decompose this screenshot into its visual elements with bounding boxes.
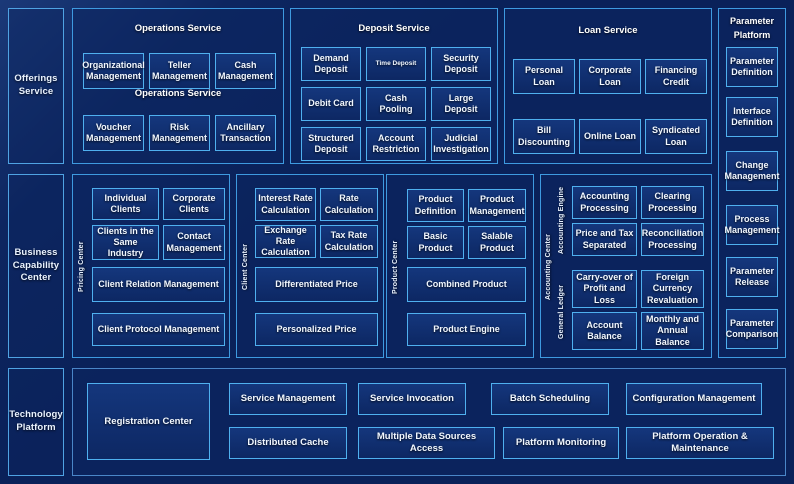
box-process-management[interactable]: Process Management bbox=[725, 205, 780, 245]
group-loan-service: Loan Service Personal Loan Corporate Loa… bbox=[504, 8, 712, 164]
group-deposit-service: Deposit Service Demand Deposit Time Depo… bbox=[290, 8, 498, 164]
box-monthly-annual-balance[interactable]: Monthly and Annual Balance bbox=[641, 312, 704, 350]
box-price-and-tax-separated[interactable]: Price and Tax Separated bbox=[572, 223, 637, 256]
box-risk-management[interactable]: Risk Management bbox=[149, 115, 210, 151]
group-client-center: Client Center Interest Rate Calculation … bbox=[236, 174, 384, 358]
box-bill-discounting[interactable]: Bill Discounting bbox=[513, 119, 575, 154]
row-label-business-capability-center: Business Capability Center bbox=[8, 174, 64, 358]
box-distributed-cache[interactable]: Distributed Cache bbox=[229, 427, 347, 459]
box-ancillary-transaction[interactable]: Ancillary Transaction bbox=[215, 115, 276, 151]
box-financing-credit[interactable]: Financing Credit bbox=[645, 59, 707, 94]
sidebar-parameter-platform: Parameter Platform Parameter Definition … bbox=[718, 8, 786, 358]
box-combined-product[interactable]: Combined Product bbox=[407, 267, 526, 302]
box-product-management[interactable]: Product Management bbox=[468, 189, 526, 222]
vlabel-pricing-center: Pricing Center bbox=[78, 241, 85, 293]
box-service-invocation[interactable]: Service Invocation bbox=[358, 383, 466, 415]
box-time-deposit[interactable]: Time Deposit bbox=[366, 47, 426, 81]
box-platform-monitoring[interactable]: Platform Monitoring bbox=[503, 427, 619, 459]
box-configuration-management[interactable]: Configuration Management bbox=[626, 383, 762, 415]
box-differentiated-price[interactable]: Differentiated Price bbox=[255, 267, 378, 302]
box-organizational-management[interactable]: Organizational Management bbox=[82, 53, 145, 89]
group-pricing-center: Pricing Center Individual Clients Corpor… bbox=[72, 174, 230, 358]
sidebar-title-line2: Platform bbox=[733, 29, 771, 40]
box-parameter-definition[interactable]: Parameter Definition bbox=[726, 47, 778, 87]
box-registration-center[interactable]: Registration Center bbox=[87, 383, 210, 460]
box-account-balance[interactable]: Account Balance bbox=[572, 312, 637, 350]
group-title-deposit-service: Deposit Service bbox=[358, 23, 430, 34]
box-personal-loan[interactable]: Personal Loan bbox=[513, 59, 575, 94]
box-account-restriction[interactable]: Account Restriction bbox=[366, 127, 426, 161]
box-debit-card[interactable]: Debit Card bbox=[301, 87, 361, 121]
vlabel-accounting-center: Accounting Center bbox=[545, 234, 552, 301]
box-corporate-loan[interactable]: Corporate Loan bbox=[579, 59, 641, 94]
box-client-protocol-management[interactable]: Client Protocol Management bbox=[92, 313, 225, 346]
box-reconciliation-processing[interactable]: Reconciliation Processing bbox=[641, 223, 704, 256]
vlabel-client-center: Client Center bbox=[242, 243, 249, 291]
row-label-offerings-text: Offerings Service bbox=[14, 73, 58, 97]
box-multiple-data-sources-access[interactable]: Multiple Data Sources Access bbox=[358, 427, 495, 459]
box-platform-operation-maintenance[interactable]: Platform Operation & Maintenance bbox=[626, 427, 774, 459]
box-foreign-currency-revaluation[interactable]: Foreign Currency Revaluation bbox=[641, 270, 704, 308]
box-client-relation-management[interactable]: Client Relation Management bbox=[92, 267, 225, 302]
box-individual-clients[interactable]: Individual Clients bbox=[92, 188, 159, 220]
vlabel-accounting-engine: Accounting Engine bbox=[558, 186, 565, 254]
vlabel-product-center: Product Center bbox=[392, 240, 399, 294]
box-security-deposit[interactable]: Security Deposit bbox=[431, 47, 491, 81]
box-interface-definition[interactable]: Interface Definition bbox=[726, 97, 778, 137]
box-clients-same-industry[interactable]: Clients in the Same Industry bbox=[92, 225, 159, 260]
box-product-engine[interactable]: Product Engine bbox=[407, 313, 526, 346]
group-technology-platform: Registration Center Service Management S… bbox=[72, 368, 786, 476]
box-syndicated-loan[interactable]: Syndicated Loan bbox=[645, 119, 707, 154]
group-title-loan-service: Loan Service bbox=[578, 25, 638, 36]
box-rate-calculation[interactable]: Rate Calculation bbox=[320, 188, 378, 221]
box-clearing-processing[interactable]: Clearing Processing bbox=[641, 186, 704, 219]
row-label-technology-platform-text: Technology Platform bbox=[9, 409, 63, 433]
row-label-offerings-service: Offerings Service bbox=[8, 8, 64, 164]
group-subtitle-operations-service: Operations Service bbox=[134, 88, 222, 99]
box-salable-product[interactable]: Salable Product bbox=[468, 226, 526, 259]
box-cash-management[interactable]: Cash Management bbox=[215, 53, 276, 89]
box-change-management[interactable]: Change Management bbox=[725, 151, 780, 191]
box-structured-deposit[interactable]: Structured Deposit bbox=[301, 127, 361, 161]
box-cash-pooling[interactable]: Cash Pooling bbox=[366, 87, 426, 121]
box-online-loan[interactable]: Online Loan bbox=[579, 119, 641, 154]
box-corporate-clients[interactable]: Corporate Clients bbox=[163, 188, 225, 220]
box-personalized-price[interactable]: Personalized Price bbox=[255, 313, 378, 346]
box-large-deposit[interactable]: Large Deposit bbox=[431, 87, 491, 121]
box-carry-over-profit-loss[interactable]: Carry-over of Profit and Loss bbox=[572, 270, 637, 308]
box-exchange-rate-calculation[interactable]: Exchange Rate Calculation bbox=[255, 225, 316, 258]
box-basic-product[interactable]: Basic Product bbox=[407, 226, 464, 259]
group-operations-service: Operations Service Operations Service Or… bbox=[72, 8, 284, 164]
box-demand-deposit[interactable]: Demand Deposit bbox=[301, 47, 361, 81]
box-accounting-processing[interactable]: Accounting Processing bbox=[572, 186, 637, 219]
box-batch-scheduling[interactable]: Batch Scheduling bbox=[491, 383, 609, 415]
box-teller-management[interactable]: Teller Management bbox=[149, 53, 210, 89]
row-label-technology-platform: Technology Platform bbox=[8, 368, 64, 476]
row-label-business-capability-text: Business Capability Center bbox=[12, 246, 60, 284]
box-voucher-management[interactable]: Voucher Management bbox=[83, 115, 144, 151]
group-accounting-center: Accounting Center Accounting Engine Gene… bbox=[540, 174, 712, 358]
box-contact-management[interactable]: Contact Management bbox=[163, 225, 225, 260]
box-parameter-comparison[interactable]: Parameter Comparison bbox=[726, 309, 778, 349]
box-tax-rate-calculation[interactable]: Tax Rate Calculation bbox=[320, 225, 378, 258]
vlabel-general-ledger: General Ledger bbox=[558, 284, 565, 340]
sidebar-title: Parameter Platform bbox=[719, 15, 785, 42]
group-product-center: Product Center Product Definition Produc… bbox=[386, 174, 534, 358]
group-title-operations-service: Operations Service bbox=[134, 23, 222, 34]
box-judicial-investigation[interactable]: Judicial Investigation bbox=[431, 127, 491, 161]
box-service-management[interactable]: Service Management bbox=[229, 383, 347, 415]
box-product-definition[interactable]: Product Definition bbox=[407, 189, 464, 222]
box-parameter-release[interactable]: Parameter Release bbox=[726, 257, 778, 297]
sidebar-title-line1: Parameter bbox=[729, 16, 775, 26]
box-interest-rate-calculation[interactable]: Interest Rate Calculation bbox=[255, 188, 316, 221]
